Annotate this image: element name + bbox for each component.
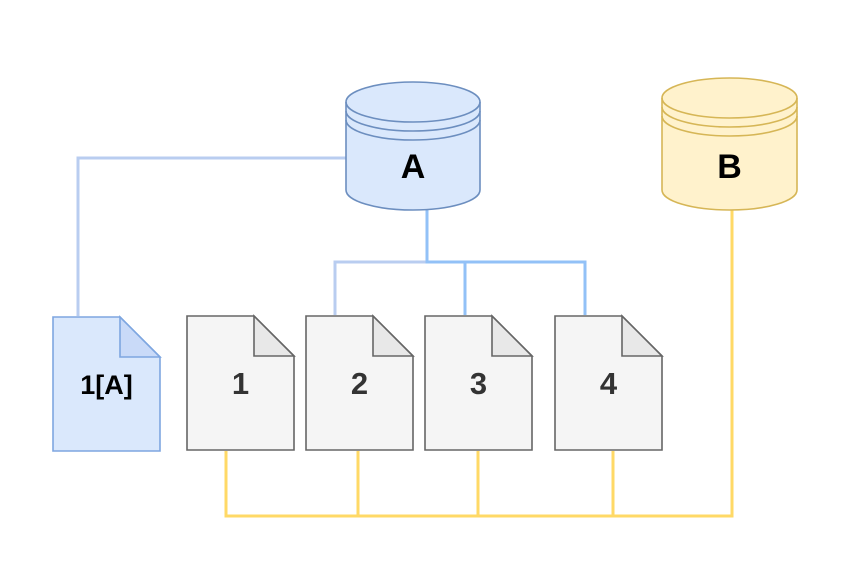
document-1a: 1[A] [52,315,162,452]
document-1a-fold-corner [119,315,162,358]
edge-a-to-doc1a [76,156,352,316]
document-4-label: 4 [600,366,618,401]
document-1-label: 1 [232,366,249,401]
document-1-fold-corner [253,314,296,357]
document-4-fold-corner [621,314,664,357]
edge-b-to-doc4 [611,204,734,518]
document-2-label: 2 [351,366,368,401]
edge-a-to-doc3 [425,204,467,315]
connector-layer [76,156,734,518]
database-b-label: B [717,148,742,186]
edge-a-to-doc2 [333,204,429,315]
database-a: A [345,81,481,211]
document-2-fold-corner [372,314,415,357]
document-1a-label: 1[A] [80,370,133,400]
document-3-fold-corner [491,314,534,357]
database-b-body [661,77,798,211]
document-3-label: 3 [470,366,487,401]
document-2: 2 [305,314,415,451]
edge-b-to-doc2 [356,204,734,518]
database-a-label: A [401,148,426,186]
document-1: 1 [186,314,296,451]
document-4: 4 [554,314,664,451]
edge-a-to-doc4 [425,204,587,315]
database-b: B [661,77,798,211]
database-a-body [345,81,481,211]
database-b-rings [661,97,798,137]
database-a-rings [345,101,481,141]
document-3: 3 [424,314,534,451]
